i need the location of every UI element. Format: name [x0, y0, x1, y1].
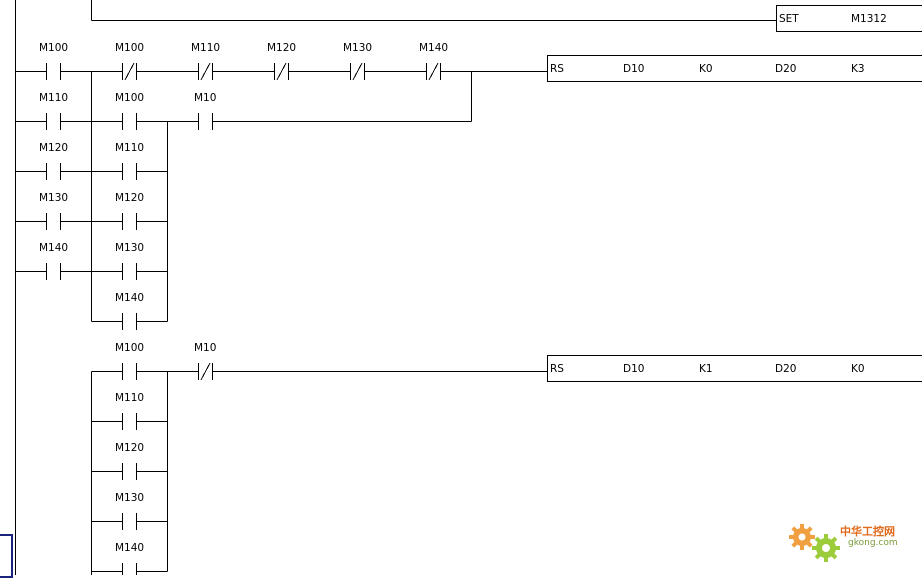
contact-label: M130: [115, 242, 144, 254]
contact-nc[interactable]: [199, 363, 213, 380]
rs-operand-label: K0: [699, 63, 713, 75]
contact-label: M120: [267, 42, 296, 54]
rs-operand-label: D20: [775, 63, 796, 75]
contact-label: M100: [115, 92, 144, 104]
contact-label: M130: [343, 42, 372, 54]
contact-label: M130: [39, 192, 68, 204]
contact-no[interactable]: [123, 563, 137, 575]
contact-nc[interactable]: [351, 63, 365, 80]
contact-label: M100: [115, 342, 144, 354]
contact-label: M140: [115, 542, 144, 554]
contact-no[interactable]: [47, 263, 61, 280]
contact-label: M110: [115, 392, 144, 404]
contact-label: M140: [419, 42, 448, 54]
contact-label: M140: [115, 292, 144, 304]
contact-nc[interactable]: [427, 63, 441, 80]
rs-operand-label: K1: [699, 363, 713, 375]
contact-no[interactable]: [123, 263, 137, 280]
contact-nc[interactable]: [275, 63, 289, 80]
set-op-label: SET: [779, 13, 799, 25]
rs-instruction-box[interactable]: [548, 356, 922, 382]
contact-label: M10: [194, 92, 216, 104]
contact-nc[interactable]: [199, 63, 213, 80]
rs-operand-label: K3: [851, 63, 865, 75]
contact-no[interactable]: [47, 63, 61, 80]
contact-no[interactable]: [199, 113, 213, 130]
contact-label: M100: [115, 42, 144, 54]
contact-label: M110: [191, 42, 220, 54]
contact-no[interactable]: [123, 413, 137, 430]
contact-label: M10: [194, 342, 216, 354]
contact-no[interactable]: [123, 363, 137, 380]
contact-no[interactable]: [123, 163, 137, 180]
contact-no[interactable]: [123, 213, 137, 230]
watermark-url: gkong.com: [848, 538, 898, 548]
contact-no[interactable]: [123, 463, 137, 480]
contact-label: M100: [39, 42, 68, 54]
rs-instruction-box[interactable]: [548, 56, 922, 82]
contact-nc[interactable]: [123, 63, 137, 80]
contact-label: M110: [115, 142, 144, 154]
contact-label: M120: [39, 142, 68, 154]
rs-op-label: RS: [550, 363, 564, 375]
rs-operand-label: D10: [623, 63, 644, 75]
rs-operand-label: D10: [623, 363, 644, 375]
set-operand-label: M1312: [851, 13, 887, 25]
gear-icon: [784, 515, 844, 571]
contact-label: M130: [115, 492, 144, 504]
rs-op-label: RS: [550, 63, 564, 75]
contact-no[interactable]: [123, 313, 137, 330]
contact-no[interactable]: [123, 113, 137, 130]
cell-cursor[interactable]: [0, 534, 13, 578]
contact-no[interactable]: [123, 513, 137, 530]
contact-label: M140: [39, 242, 68, 254]
contact-label: M120: [115, 192, 144, 204]
rs-operand-label: D20: [775, 363, 796, 375]
contact-no[interactable]: [47, 113, 61, 130]
contact-label: M120: [115, 442, 144, 454]
contact-no[interactable]: [47, 163, 61, 180]
rs-operand-label: K0: [851, 363, 865, 375]
watermark-logo: 中华工控网 gkong.com: [784, 515, 918, 571]
contact-no[interactable]: [47, 213, 61, 230]
contact-label: M110: [39, 92, 68, 104]
watermark-text: 中华工控网: [840, 523, 895, 539]
